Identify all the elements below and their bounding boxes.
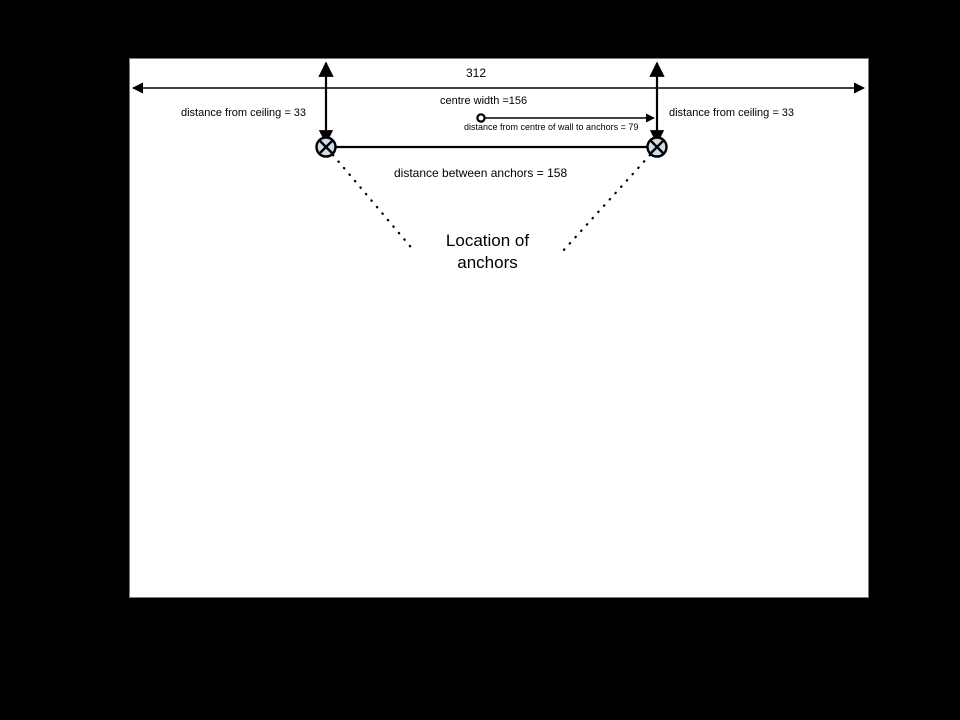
location-of-anchors-label: Location of anchors (420, 230, 555, 274)
ceiling-distance-right-label: distance from ceiling = 33 (669, 107, 795, 119)
centre-to-anchors-label: distance from centre of wall to anchors … (464, 122, 639, 132)
between-anchors-label: distance between anchors = 158 (394, 166, 568, 180)
right-anchor-cross-line-2 (649, 139, 665, 155)
ceiling-distance-left-label: distance from ceiling = 33 (181, 107, 307, 119)
left-anchor-symbol[interactable] (315, 136, 337, 158)
centre-width-label: centre width =156 (440, 95, 528, 107)
location-of-anchors-line2: anchors (457, 253, 518, 272)
total-width-label: 312 (466, 66, 487, 80)
left-anchor-cross-line-2 (318, 139, 334, 155)
right-anchor-leader-dotted (560, 153, 652, 254)
location-of-anchors-line1: Location of (445, 231, 530, 250)
right-anchor-symbol[interactable] (646, 136, 668, 158)
wall-centre-marker (476, 113, 486, 123)
